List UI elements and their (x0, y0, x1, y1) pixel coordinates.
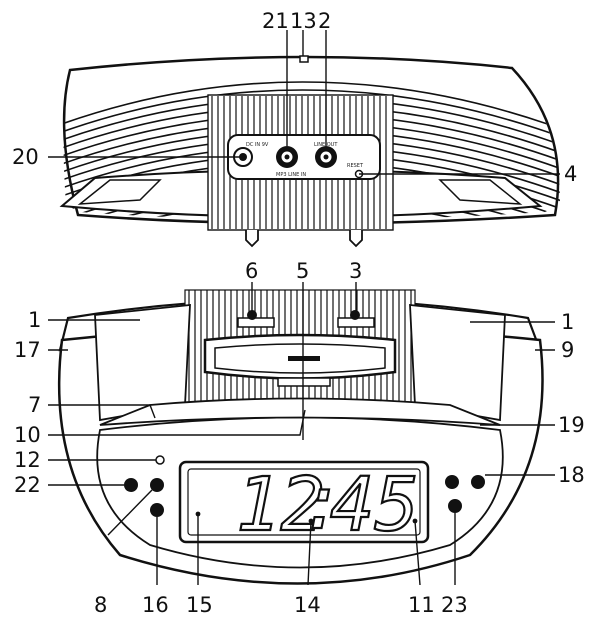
button-18a[interactable] (445, 475, 459, 489)
callout-18: 18 (558, 463, 585, 487)
callout-12: 12 (14, 448, 41, 472)
callout-14: 14 (294, 593, 321, 617)
lcd-colon: : (300, 460, 345, 546)
button-23[interactable] (448, 499, 462, 513)
button-16[interactable] (150, 503, 164, 517)
lcd-display-inner (187, 468, 421, 536)
callout-10: 10 (14, 423, 41, 447)
sensor-led (155, 455, 165, 465)
lcd-minutes: 45 (330, 462, 419, 548)
callout-11: 11 (408, 593, 435, 617)
top-antenna-nub (299, 55, 309, 63)
line-in-label: MP3 LINE IN (276, 172, 306, 178)
callout-8: 8 (94, 593, 107, 617)
callout-6: 6 (245, 259, 258, 283)
reset-label: RESET (347, 163, 364, 169)
callout-21: 21 (262, 9, 289, 33)
callout-16: 16 (142, 593, 169, 617)
rear-pin-left (245, 230, 259, 248)
speaker-right (409, 303, 506, 422)
callout-23: 23 (441, 593, 468, 617)
callout-1-left: 1 (28, 308, 41, 332)
callout-3: 3 (349, 259, 362, 283)
line-out-jack[interactable] (315, 146, 337, 168)
callout-17: 17 (14, 338, 41, 362)
dock-base-slot (277, 377, 331, 387)
callout-22: 22 (14, 473, 41, 497)
rib-line (63, 81, 561, 133)
dc-in-label: DC IN 9V (246, 142, 269, 148)
rear-pin-right (349, 230, 363, 248)
callout-1-right: 1 (561, 310, 574, 334)
callout-numbers: 21 13 2 20 4 6 5 3 1 1 17 9 7 10 19 12 2… (12, 9, 585, 617)
button-18b[interactable] (471, 475, 485, 489)
callout-5: 5 (296, 259, 309, 283)
callout-2: 2 (318, 9, 331, 33)
rear-bezel-inner-right (438, 179, 523, 205)
leader-lines (48, 30, 560, 586)
callout-19: 19 (558, 413, 585, 437)
callout-7: 7 (28, 393, 41, 417)
line-in-jack[interactable] (276, 146, 298, 168)
callout-4: 4 (564, 162, 577, 186)
button-8[interactable] (150, 478, 164, 492)
callout-15: 15 (186, 593, 213, 617)
rib-line (63, 89, 561, 141)
front-unit: 12 : 45 (57, 289, 544, 585)
dock-connector (288, 356, 320, 361)
callout-20: 20 (12, 145, 39, 169)
rear-bezel-inner-left (77, 179, 162, 205)
callout-13: 13 (290, 9, 317, 33)
callout-9: 9 (561, 338, 574, 362)
button-22[interactable] (124, 478, 138, 492)
dock-clip-right[interactable] (337, 310, 375, 328)
